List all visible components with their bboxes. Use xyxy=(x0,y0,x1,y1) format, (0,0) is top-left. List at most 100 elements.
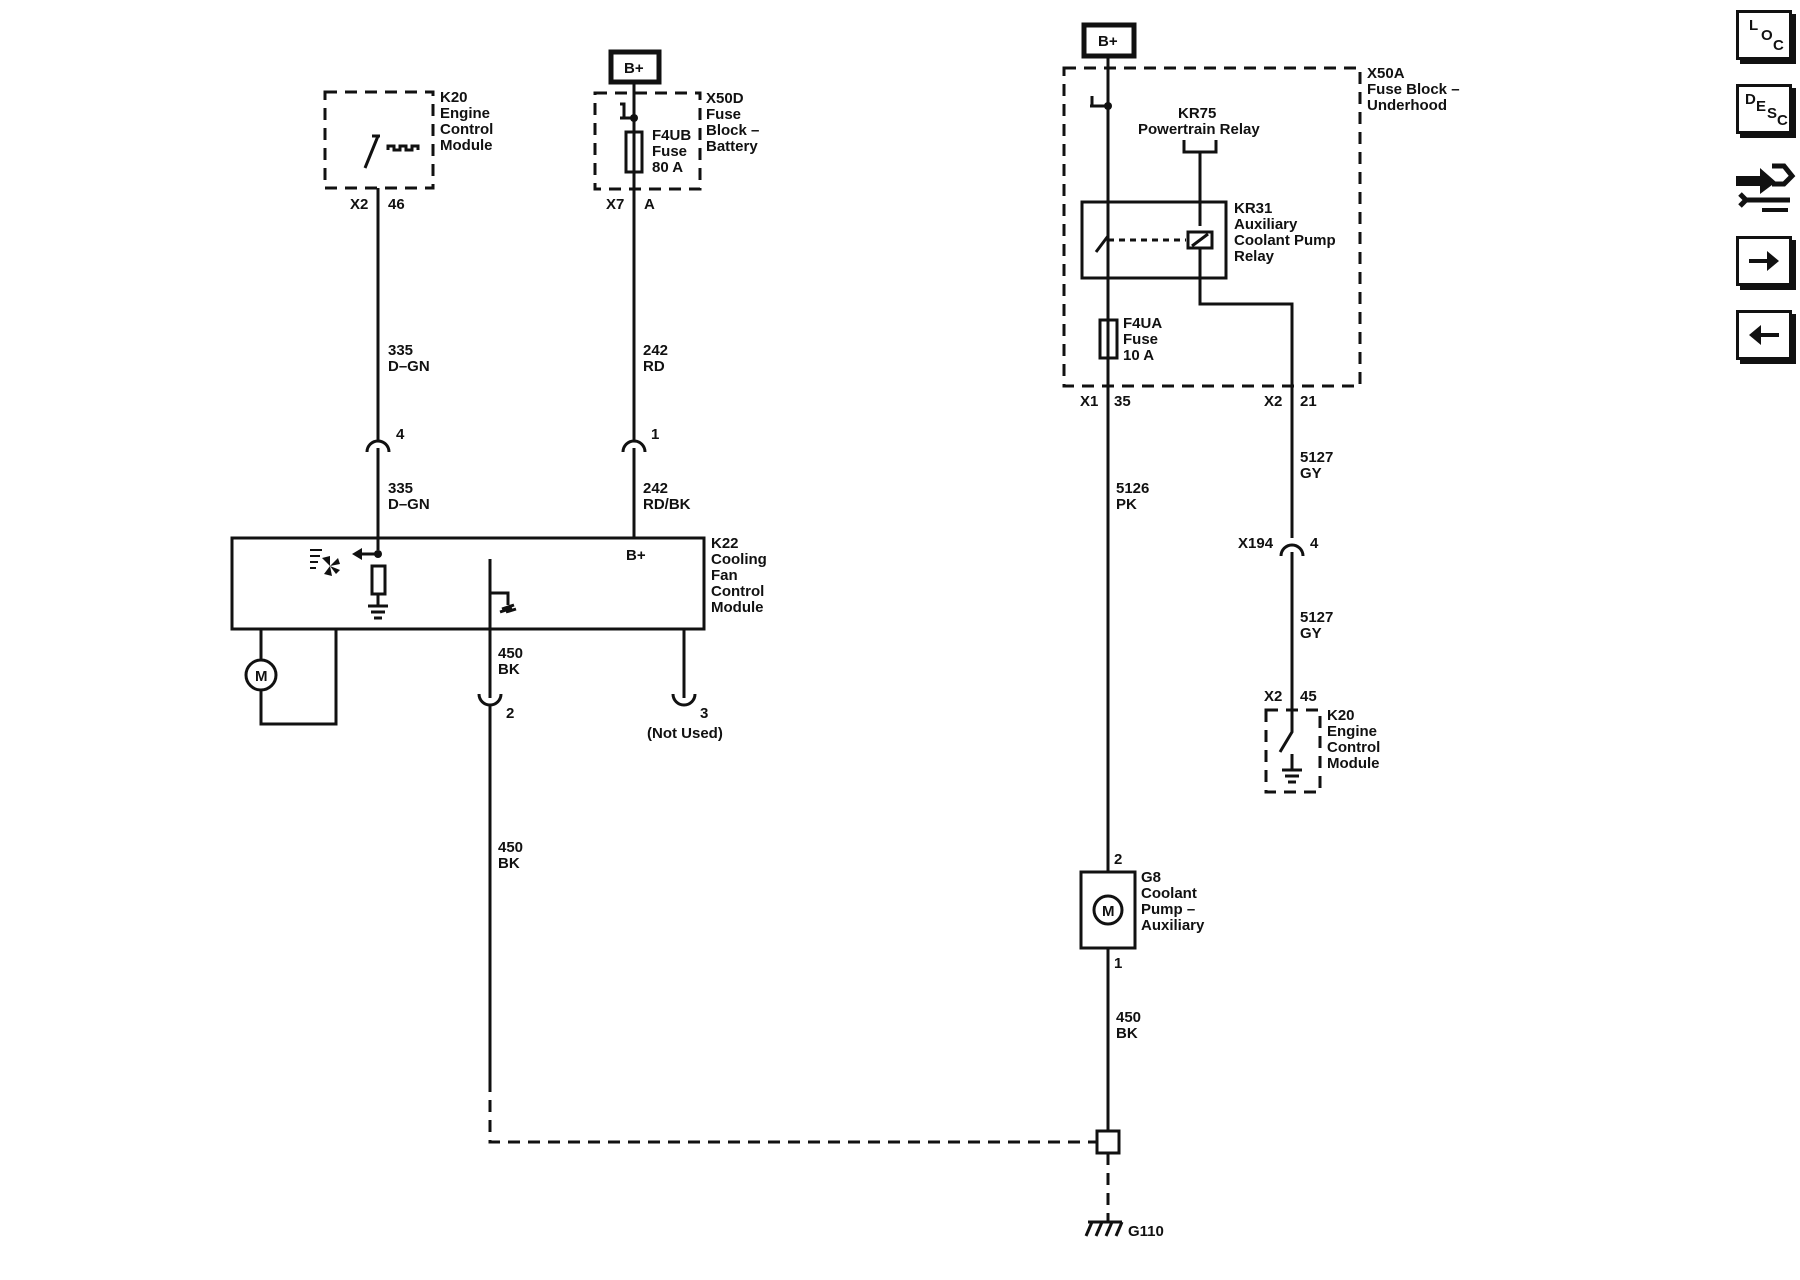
ground-splice-dashed-wire xyxy=(488,1080,1096,1144)
cooling-fan-module-name-2: Fan xyxy=(711,567,738,584)
fuse-block-battery-name-1: Fuse xyxy=(706,106,741,123)
wire-242-upper-color: RD xyxy=(643,358,665,375)
description-button[interactable]: D E S C xyxy=(1736,84,1792,134)
wire-335-upper-color: D–GN xyxy=(388,358,430,375)
relay-kr31-name-3: Relay xyxy=(1234,248,1275,265)
fuse-block-battery-ref: X50D xyxy=(706,90,744,107)
relay-kr31-box xyxy=(1080,200,1228,280)
description-letter-s: S xyxy=(1767,105,1778,122)
fuse-f4ub-ref: F4UB xyxy=(652,127,691,144)
cooling-fan-module-bplus: B+ xyxy=(626,547,646,564)
location-button[interactable]: L O C xyxy=(1736,10,1792,60)
relay-kr75-ref: KR75 xyxy=(1178,105,1216,122)
fan-icon xyxy=(310,549,340,576)
wire-335-upper-circuit: 335 xyxy=(388,342,413,359)
ecm-top-connector: X2 xyxy=(350,196,368,213)
inline-connector-1 xyxy=(621,439,647,453)
fuse-f4ub-type: Fuse xyxy=(652,143,687,160)
cooling-fan-module-name-1: Cooling xyxy=(711,551,767,568)
cooling-fan-control-module-box xyxy=(230,536,706,631)
wire-5127-upper-circuit: 5127 xyxy=(1300,449,1333,466)
wire-335-lower-circuit: 335 xyxy=(388,480,413,497)
location-letter-l: L xyxy=(1749,17,1759,34)
ecm-bottom-name-3: Module xyxy=(1327,755,1380,772)
fuse-block-battery-connector: X7 xyxy=(606,196,624,213)
cooling-fan-module-name-3: Control xyxy=(711,583,764,600)
chassis-ground-icon xyxy=(1084,1220,1124,1237)
wire-5127-upper-color: GY xyxy=(1300,465,1322,482)
fuse-block-battery-name-3: Battery xyxy=(706,138,758,155)
battery-positive-label-right: B+ xyxy=(1098,33,1118,50)
ecm-top-name-3: Module xyxy=(440,137,493,154)
cooling-fan-module-name-4: Module xyxy=(711,599,764,616)
fuse-block-underhood-ref: X50A xyxy=(1367,65,1405,82)
internal-ground-icon xyxy=(368,604,388,620)
ecm-top-name-2: Control xyxy=(440,121,493,138)
battery-positive-terminal-left xyxy=(608,49,662,85)
description-letter-e: E xyxy=(1756,98,1767,115)
diagnostic-connector-button[interactable] xyxy=(1732,158,1796,216)
ecm-bottom-pin: 45 xyxy=(1300,688,1317,705)
internal-ground-bracket xyxy=(488,591,517,629)
inline-connector-2-label: 2 xyxy=(506,705,514,722)
fan-motor-loop xyxy=(259,629,338,726)
signal-arrow-icon xyxy=(352,548,362,560)
inline-connector-1-label: 1 xyxy=(651,426,659,443)
wire-450-lower-color: BK xyxy=(498,855,520,872)
ecm-bottom-connector: X2 xyxy=(1264,688,1282,705)
fuse-block-underhood-bus-dot xyxy=(1104,102,1112,110)
fuse-block-battery-pin: A xyxy=(644,196,655,213)
ecm-top-switch-symbol xyxy=(363,134,420,169)
coolant-pump-motor-symbol xyxy=(1092,894,1124,926)
ecm-bottom-switch-symbol xyxy=(1278,710,1302,784)
fuse-block-underhood-name-2: Underhood xyxy=(1367,97,1447,114)
relay-kr31-coil-diag xyxy=(1191,232,1209,248)
inline-connector-4 xyxy=(365,439,391,453)
wire-5127-lower-color: GY xyxy=(1300,625,1322,642)
not-used-label: (Not Used) xyxy=(647,725,723,742)
underhood-pin-21: 21 xyxy=(1300,393,1317,410)
relay-coil-to-ecm-wire xyxy=(1198,248,1294,538)
next-page-button[interactable] xyxy=(1736,236,1792,286)
wire-450-pump-color: BK xyxy=(1116,1025,1138,1042)
ecm-bottom-name-1: Engine xyxy=(1327,723,1377,740)
coolant-pump-name-1: Coolant xyxy=(1141,885,1197,902)
wire-5127-lower-circuit: 5127 xyxy=(1300,609,1333,626)
cooling-fan-module-ref: K22 xyxy=(711,535,739,552)
ecm-top-name-1: Engine xyxy=(440,105,490,122)
pump-pin-1: 1 xyxy=(1114,955,1122,972)
description-letter-c: C xyxy=(1777,112,1788,129)
left-arrow-icon xyxy=(1749,325,1779,345)
wire-450-module-color: BK xyxy=(498,661,520,678)
wire-242-lower-color: RD/BK xyxy=(643,496,691,513)
inline-connector-2 xyxy=(477,693,503,707)
inline-connector-x194 xyxy=(1279,543,1305,557)
battery-positive-label-left: B+ xyxy=(624,60,644,77)
relay-kr31-ref: KR31 xyxy=(1234,200,1272,217)
pump-pin-2: 2 xyxy=(1114,851,1122,868)
coolant-pump-name-3: Auxiliary xyxy=(1141,917,1205,934)
fuse-f4ua-rating: 10 A xyxy=(1123,347,1154,364)
wire-5126-circuit: 5126 xyxy=(1116,480,1149,497)
fuse-f4ua-type: Fuse xyxy=(1123,331,1158,348)
inline-connector-x194-pin-label: 4 xyxy=(1310,535,1319,552)
coolant-pump-name-2: Pump – xyxy=(1141,901,1195,918)
location-letter-c: C xyxy=(1773,37,1784,54)
relay-kr75-name: Powertrain Relay xyxy=(1138,121,1260,138)
connector-harness-icon xyxy=(1736,163,1796,212)
underhood-pin-35: 35 xyxy=(1114,393,1131,410)
underhood-connector-x2: X2 xyxy=(1264,393,1282,410)
signal-junction-dot xyxy=(374,550,382,558)
ecm-top-pin: 46 xyxy=(388,196,405,213)
location-letter-o: O xyxy=(1761,27,1773,44)
coolant-pump-motor-label: M xyxy=(1102,903,1115,920)
underhood-connector-x1: X1 xyxy=(1080,393,1098,410)
fuse-block-underhood-dashed-box xyxy=(1062,66,1362,388)
ecm-top-ref: K20 xyxy=(440,89,468,106)
ecm-bottom-name-2: Control xyxy=(1327,739,1380,756)
fuse-block-battery-name-2: Block – xyxy=(706,122,759,139)
ecm-top-dashed-box xyxy=(323,90,435,190)
previous-page-button[interactable] xyxy=(1736,310,1792,360)
inline-connector-x194-ref: X194 xyxy=(1238,535,1274,552)
wire-242-upper-circuit: 242 xyxy=(643,342,668,359)
